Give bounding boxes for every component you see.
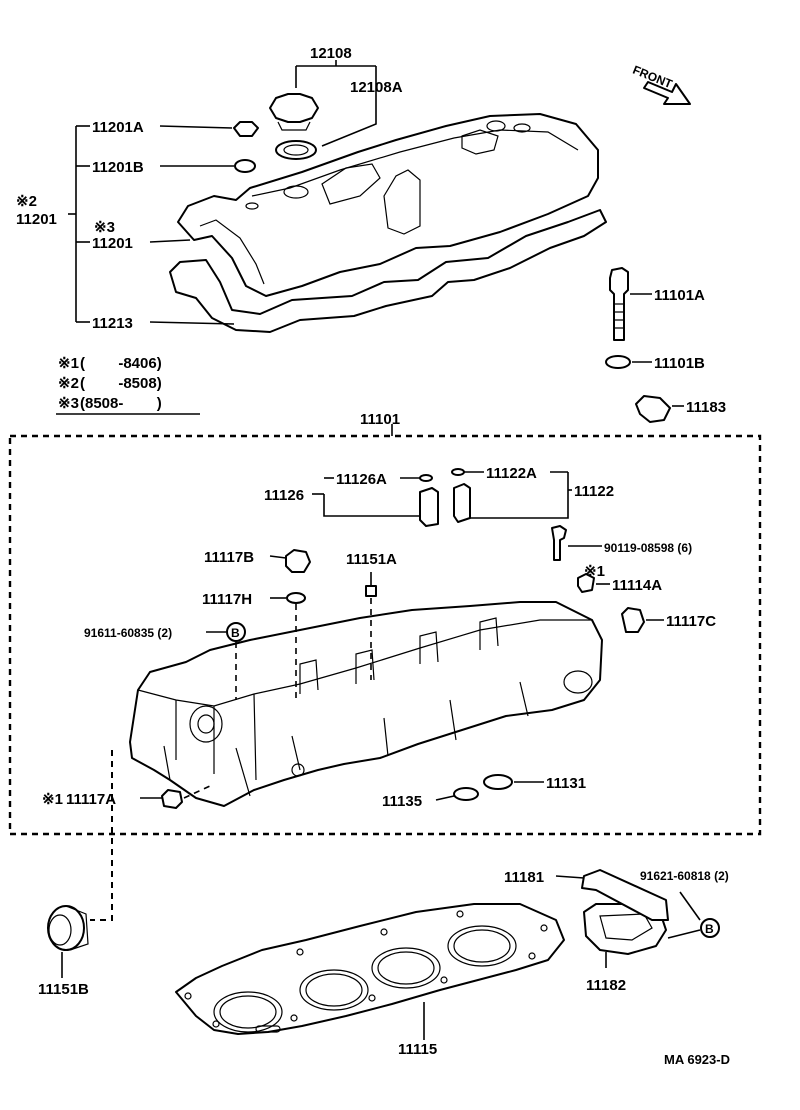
- screw-plug-gasket: [286, 592, 306, 604]
- label-mark3: ※3: [94, 219, 115, 236]
- oil-filler-cap-gasket: [275, 140, 317, 160]
- label-mark1-plug: ※1: [584, 563, 605, 580]
- legend-mark-3: ※3: [58, 395, 79, 412]
- cup-plug: [621, 607, 645, 633]
- label-11117H: 11117H: [202, 591, 252, 608]
- tight-plug: [577, 573, 595, 593]
- label-11122: 11122: [574, 483, 614, 500]
- valve-guide-intake: [419, 487, 439, 527]
- cylinder-head: [129, 601, 603, 807]
- svg-text:B: B: [231, 626, 240, 640]
- bolt-marker-b-left: [226, 622, 246, 642]
- head-cover-gasket: [169, 209, 607, 333]
- label-90119: 90119-08598 (6): [604, 541, 692, 555]
- stud-bolt: [551, 525, 567, 561]
- legend-range-3: (8508- ): [80, 395, 162, 412]
- label-mark1-side: ※1: [42, 791, 63, 808]
- oil-filler-cap: [269, 93, 319, 123]
- svg-text:B: B: [705, 922, 714, 936]
- label-11201: 11201: [16, 211, 57, 228]
- water-inlet-pipe: [581, 869, 669, 921]
- label-11213: 11213: [92, 315, 133, 332]
- head-bolt-washer: [605, 355, 631, 369]
- legend-range-1: ( -8406): [80, 355, 162, 372]
- label-11126: 11126: [264, 487, 304, 504]
- legend: ※1 ( -8406) ※2 ( -8508) ※3 (8508- ): [56, 355, 200, 415]
- label-11151B: 11151B: [38, 981, 89, 998]
- bolt-marker-b-right: [700, 918, 720, 938]
- screw-plug: [285, 549, 311, 573]
- label-11181: 11181: [504, 869, 544, 886]
- legend-range-2: ( -8508): [80, 375, 162, 392]
- valve-guide-exhaust: [453, 483, 471, 523]
- label-91621: 91621-60818 (2): [640, 869, 729, 883]
- label-11201B: 11201B: [92, 159, 144, 176]
- cylinder-head-gasket: [175, 903, 565, 1035]
- snap-ring-intake: [419, 474, 433, 482]
- cover-nut: [233, 121, 259, 137]
- label-11117B: 11117B: [204, 549, 254, 566]
- label-11101B: 11101B: [654, 355, 705, 372]
- head-cover: [177, 113, 599, 297]
- label-11126A: 11126A: [336, 471, 387, 488]
- label-11182: 11182: [586, 977, 626, 994]
- valve-seat-insert-intake: [483, 774, 513, 790]
- legend-mark-2: ※2: [58, 375, 79, 392]
- drawing-code: MA 6923-D: [664, 1052, 730, 1067]
- label-11117A: 11117A: [66, 791, 116, 808]
- label-11131: 11131: [546, 775, 586, 792]
- label-11115: 11115: [398, 1041, 437, 1058]
- label-12108A: 12108A: [350, 79, 403, 96]
- label-12108: 12108: [310, 45, 352, 62]
- cam-end-plug: [635, 395, 671, 423]
- cover-seal-washer: [234, 159, 256, 173]
- label-11101: 11101: [360, 411, 400, 428]
- straight-pin: [365, 585, 377, 597]
- label-11101A: 11101A: [654, 287, 705, 304]
- label-mark2: ※2: [16, 193, 37, 210]
- label-91611: 91611-60835 (2): [84, 626, 172, 640]
- front-arrow: FRONT: [631, 63, 691, 105]
- label-11117C: 11117C: [666, 613, 716, 630]
- label-11114A: 11114A: [612, 577, 662, 594]
- label-11201-sub: 11201: [92, 235, 133, 252]
- side-plug: [161, 789, 183, 809]
- oil-seal: [47, 905, 89, 951]
- snap-ring-exhaust: [451, 468, 465, 476]
- legend-mark-1: ※1: [58, 355, 79, 372]
- label-11201A: 11201A: [92, 119, 144, 136]
- cylinder-head-group-box: [8, 434, 762, 836]
- label-11183: 11183: [686, 399, 726, 416]
- label-11122A: 11122A: [486, 465, 537, 482]
- label-11135: 11135: [382, 793, 422, 810]
- valve-seat-insert-exhaust: [453, 787, 479, 801]
- label-11151A: 11151A: [346, 551, 397, 568]
